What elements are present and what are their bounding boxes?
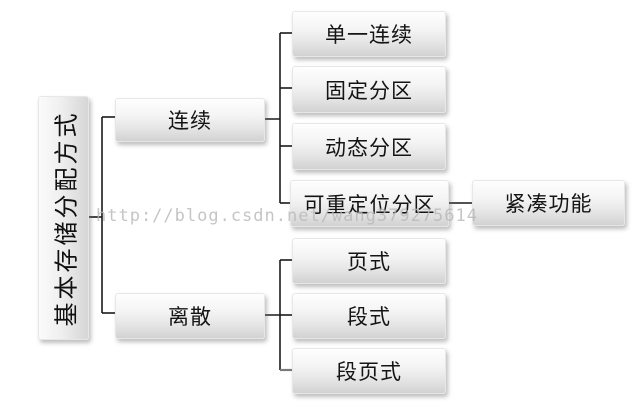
node-discrete: 离散 [115, 293, 265, 339]
node-dynamic-partition: 动态分区 [292, 123, 446, 170]
node-root-label: 基本存储分配方式 [54, 110, 80, 326]
node-dynamic-partition-label: 动态分区 [325, 135, 413, 160]
node-compact-function: 紧凑功能 [472, 180, 625, 226]
node-discrete-label: 离散 [168, 305, 212, 329]
node-relocatable-partition-label: 可重定位分区 [303, 192, 436, 217]
node-single-continuous-label: 单一连续 [325, 23, 413, 47]
node-paging: 页式 [292, 238, 446, 284]
node-fixed-partition-label: 固定分区 [325, 78, 413, 103]
node-continuous: 连续 [115, 98, 265, 142]
node-fixed-partition: 固定分区 [292, 66, 446, 113]
node-root-basic-storage-allocation: 基本存储分配方式 [38, 96, 89, 340]
node-segmentation: 段式 [292, 293, 446, 339]
node-paging-label: 页式 [347, 250, 391, 274]
node-compact-function-label: 紧凑功能 [504, 192, 593, 216]
node-segmentation-label: 段式 [347, 305, 391, 329]
node-segment-paging-label: 段页式 [336, 360, 402, 384]
node-segment-paging: 段页式 [292, 348, 446, 394]
node-continuous-label: 连续 [168, 109, 212, 133]
node-relocatable-partition: 可重定位分区 [290, 180, 449, 227]
node-single-continuous: 单一连续 [292, 11, 446, 57]
